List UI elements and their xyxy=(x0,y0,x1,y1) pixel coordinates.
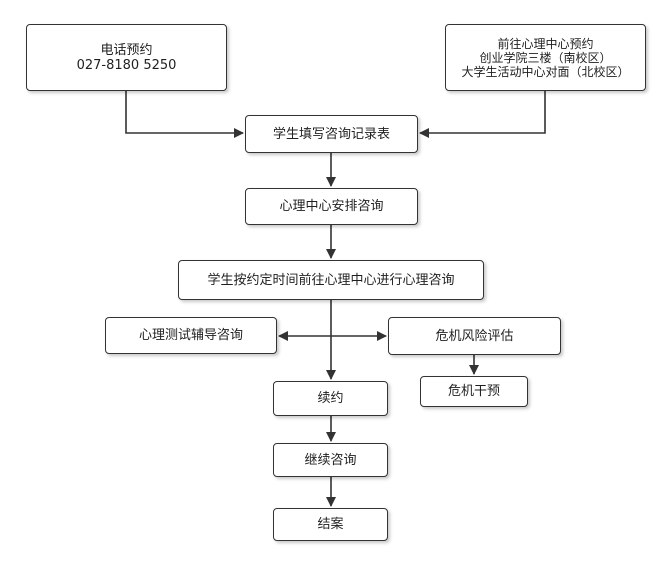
continue-consultation-box: 继续咨询 xyxy=(273,443,388,477)
attend-consultation-box: 学生按约定时间前往心理中心进行心理咨询 xyxy=(178,260,484,300)
arrow-visit-to-form xyxy=(419,91,546,138)
risk-assessment-box: 危机风险评估 xyxy=(388,317,561,355)
north-campus-location: 大学生活动中心对面（北校区） xyxy=(461,64,630,79)
visit-booking-box: 前往心理中心预约 创业学院三楼（南校区） 大学生活动中心对面（北校区） xyxy=(445,24,646,91)
crisis-intervention-box: 危机干预 xyxy=(420,376,528,407)
arrange-consultation-label: 心理中心安排咨询 xyxy=(279,199,384,214)
fill-form-label: 学生填写咨询记录表 xyxy=(272,126,390,142)
fill-form-box: 学生填写咨询记录表 xyxy=(245,115,418,153)
close-case-box: 结案 xyxy=(273,508,388,541)
visit-booking-label: 前往心理中心预约 xyxy=(497,36,594,51)
risk-assessment-label: 危机风险评估 xyxy=(435,328,514,344)
renew-label: 续约 xyxy=(317,391,344,406)
close-case-label: 结案 xyxy=(317,517,344,532)
continue-consultation-label: 继续咨询 xyxy=(304,452,357,468)
phone-booking-label: 电话预约 xyxy=(100,42,153,58)
phone-booking-box: 电话预约 027-8180 5250 xyxy=(26,24,227,91)
crisis-intervention-label: 危机干预 xyxy=(447,384,500,399)
arrange-consultation-box: 心理中心安排咨询 xyxy=(245,188,418,225)
psych-test-label: 心理测试辅导咨询 xyxy=(138,328,243,343)
arrow-phone-to-form xyxy=(125,91,244,138)
phone-number: 027-8180 5250 xyxy=(76,57,177,73)
renew-box: 续约 xyxy=(273,381,388,416)
south-campus-location: 创业学院三楼（南校区） xyxy=(479,50,612,65)
psych-test-box: 心理测试辅导咨询 xyxy=(105,317,277,354)
attend-consultation-label: 学生按约定时间前往心理中心进行心理咨询 xyxy=(207,272,455,288)
